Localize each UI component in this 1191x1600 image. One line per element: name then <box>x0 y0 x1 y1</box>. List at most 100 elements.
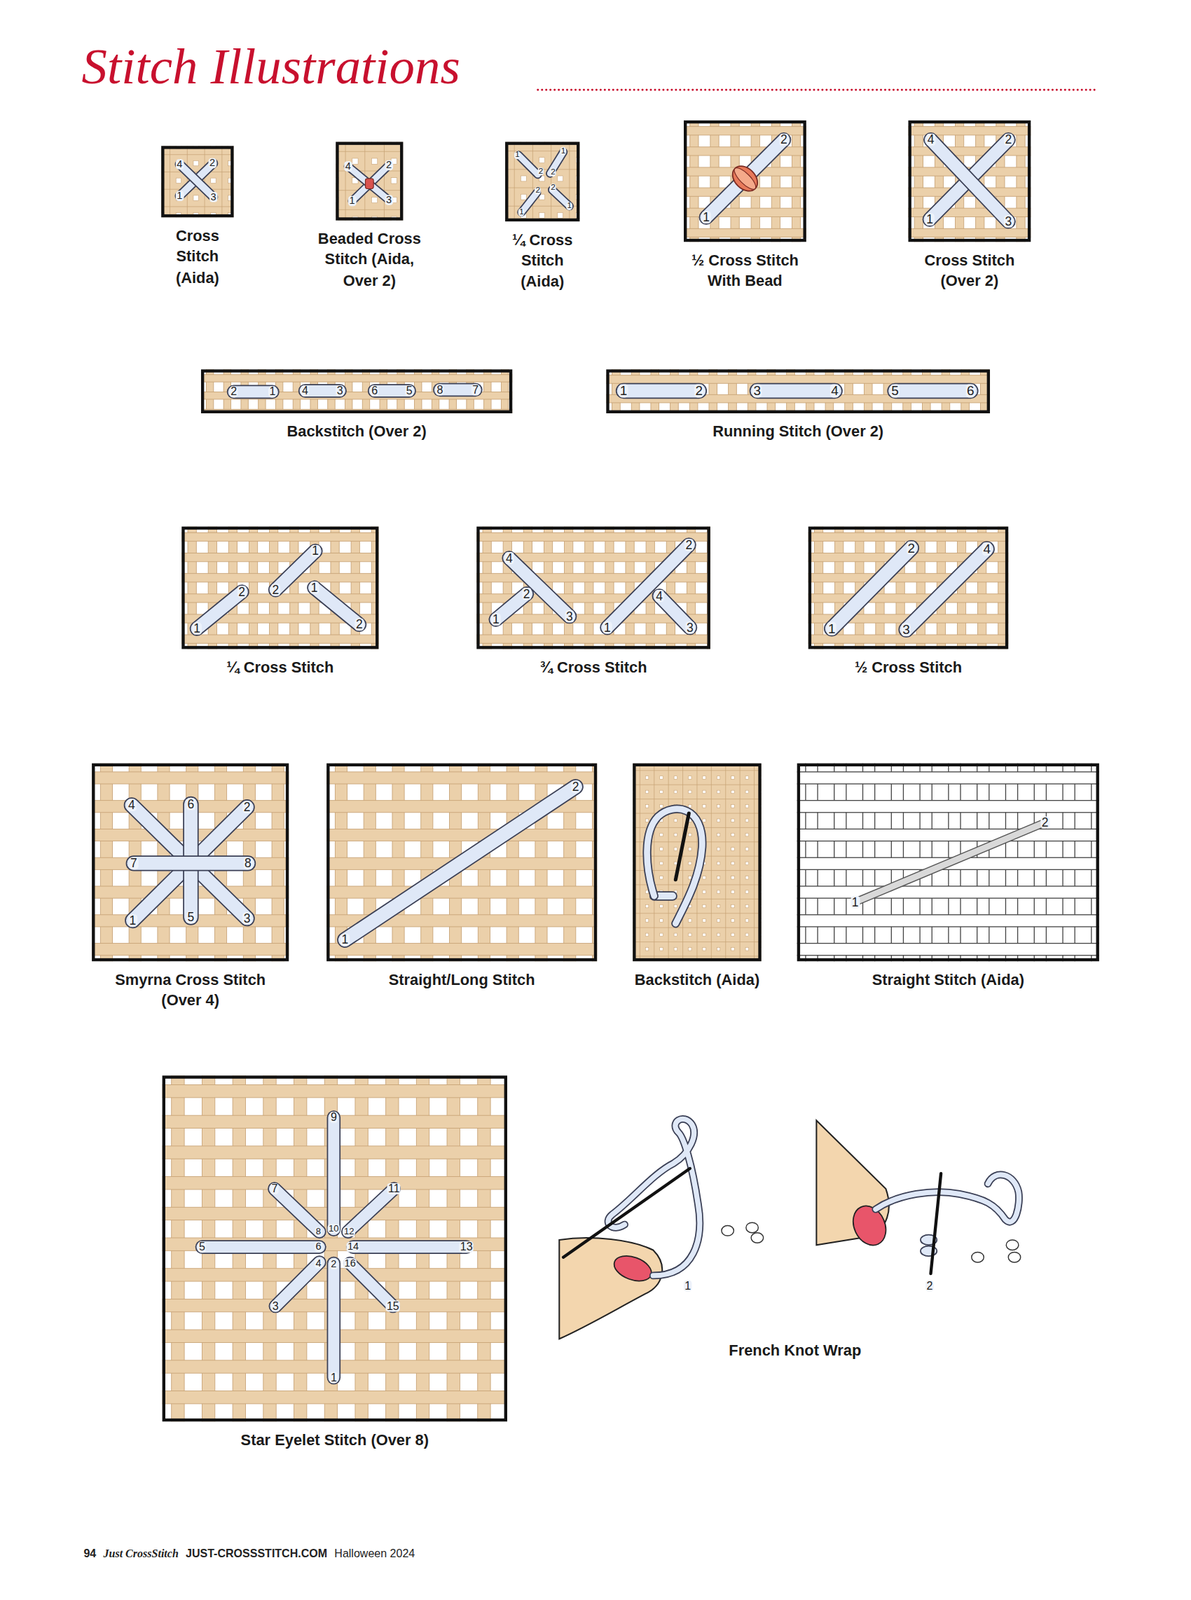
stitch <box>706 140 784 218</box>
stitch-caption: Running Stitch (Over 2) <box>634 421 962 443</box>
callout-number: 1 <box>311 545 321 557</box>
stitch <box>509 558 570 617</box>
stitch-outline <box>314 587 360 625</box>
callout-number: 1 <box>827 622 837 636</box>
callout-number: 5 <box>890 383 900 398</box>
callout-number: 15 <box>385 1300 401 1313</box>
callout-number: 1 <box>925 212 935 225</box>
callout-number: 3 <box>685 621 695 634</box>
callout-number: 2 <box>570 780 581 793</box>
stitch-caption: Star Eyelet Stitch (Over 8) <box>162 1429 508 1451</box>
stitch-frame: ¾ Cross Stitch <box>476 526 711 650</box>
stitch-caption: Beaded Cross Stitch (Aida, Over 2) <box>308 228 431 291</box>
callout-number: 4 <box>982 542 992 556</box>
fabric-grid <box>326 763 597 962</box>
callout-number: 1 <box>175 190 184 202</box>
stitch-outline <box>439 383 476 398</box>
stitch <box>353 1241 467 1253</box>
stitch-outline <box>327 1117 342 1230</box>
stitch-outline <box>353 1240 467 1255</box>
callout-number: 12 <box>342 1227 356 1237</box>
fabric-grid <box>632 763 762 962</box>
stitch <box>831 547 912 629</box>
callout-number: 3 <box>242 912 252 925</box>
stitch-outline <box>706 140 784 218</box>
stitch-outline <box>196 591 242 629</box>
bead <box>725 158 766 199</box>
stitch-outline <box>509 558 570 617</box>
stitch <box>906 549 988 630</box>
callout-number: 9 <box>329 1111 338 1124</box>
callout-number: 6 <box>370 385 380 397</box>
callout-number: 16 <box>343 1258 357 1269</box>
bead <box>365 178 375 190</box>
stitch-caption: ¾ Cross Stitch <box>465 657 721 678</box>
callout-number: 1 <box>850 896 860 908</box>
callout-number: 7 <box>270 1183 279 1195</box>
fabric-grid <box>476 526 711 650</box>
stitch-frame: Running Stitch (Over 2) <box>606 369 990 414</box>
callout-number: 2 <box>906 541 916 555</box>
stitch-outline <box>344 786 576 941</box>
callout-number: 4 <box>301 385 310 397</box>
callout-number: 4 <box>175 159 184 170</box>
stitch-outline <box>201 1240 320 1255</box>
callout-number: 2 <box>521 587 532 600</box>
callout-number: 1 <box>309 581 319 594</box>
stitch <box>274 1188 320 1232</box>
french-knot-illustration <box>559 1118 1021 1339</box>
stitch-caption: ¼ Cross Stitch <box>152 657 408 678</box>
stitch-outline <box>274 1188 320 1232</box>
fabric-grid <box>797 763 1100 962</box>
fabric-grid <box>201 369 513 414</box>
stitch-frame: Star Eyelet Stitch (Over 8) <box>162 1075 508 1422</box>
magazine-name: Just CrossStitch <box>102 1546 178 1559</box>
issue-name: Halloween 2024 <box>334 1546 415 1559</box>
stitch-frame: Backstitch (Aida) <box>632 763 762 962</box>
stitch <box>518 154 539 175</box>
stitch-caption: Backstitch (Aida) <box>615 969 779 990</box>
callout-number: 1 <box>618 383 628 398</box>
fabric-grid <box>606 369 990 414</box>
needle-thread <box>647 809 703 925</box>
stitch-caption: Cross Stitch (Aida) <box>161 225 234 288</box>
stitch-caption: Cross Stitch (Over 2) <box>913 250 1026 292</box>
callout-number: 1 <box>329 1372 338 1384</box>
stitch <box>327 1263 340 1378</box>
callout-number: 2 <box>271 583 281 596</box>
stitch-outline <box>348 166 389 200</box>
callout-number: 2 <box>549 168 557 177</box>
stitch-frame: Smyrna Cross Stitch (Over 4) <box>91 763 289 962</box>
stitch <box>439 383 476 396</box>
page-number: 94 <box>83 1546 96 1559</box>
callout-number: 1 <box>491 613 501 625</box>
fabric-grid <box>907 120 1031 242</box>
callout-number: 5 <box>404 385 414 397</box>
stitch <box>233 386 273 398</box>
callout-number: 2 <box>534 187 541 196</box>
callout-number: 2 <box>242 801 252 814</box>
callout-number: 3 <box>209 191 218 203</box>
callout-number: 4 <box>926 133 936 146</box>
callout-number: 3 <box>271 1300 280 1313</box>
callout-number: 2 <box>925 1279 934 1292</box>
callout-number: 3 <box>1003 215 1014 227</box>
callout-number: 2 <box>779 133 789 146</box>
callout-number: 14 <box>346 1242 360 1253</box>
stitch <box>348 166 389 200</box>
stitch-caption: Straight Stitch (Aida) <box>797 969 1100 990</box>
stitch-frame: Beaded Cross Stitch (Aida, Over 2) <box>335 141 403 220</box>
stitch-caption: ¼ Cross Stitch (Aida) <box>506 229 578 292</box>
callout-number: 3 <box>901 622 911 637</box>
fabric-grid <box>683 120 807 242</box>
stitch-outline <box>233 385 273 400</box>
fabric-grid <box>808 526 1009 650</box>
stitch-frame: Straight Stitch (Aida) <box>797 763 1100 962</box>
callout-number: 2 <box>329 1259 338 1271</box>
stitches <box>131 140 1046 1379</box>
page-title: Stitch Illustrations <box>81 36 461 96</box>
stitch-outline <box>374 383 410 398</box>
fabric-grid <box>162 1075 508 1422</box>
callout-number: 2 <box>1003 133 1014 146</box>
callout-number: 1 <box>701 211 712 224</box>
